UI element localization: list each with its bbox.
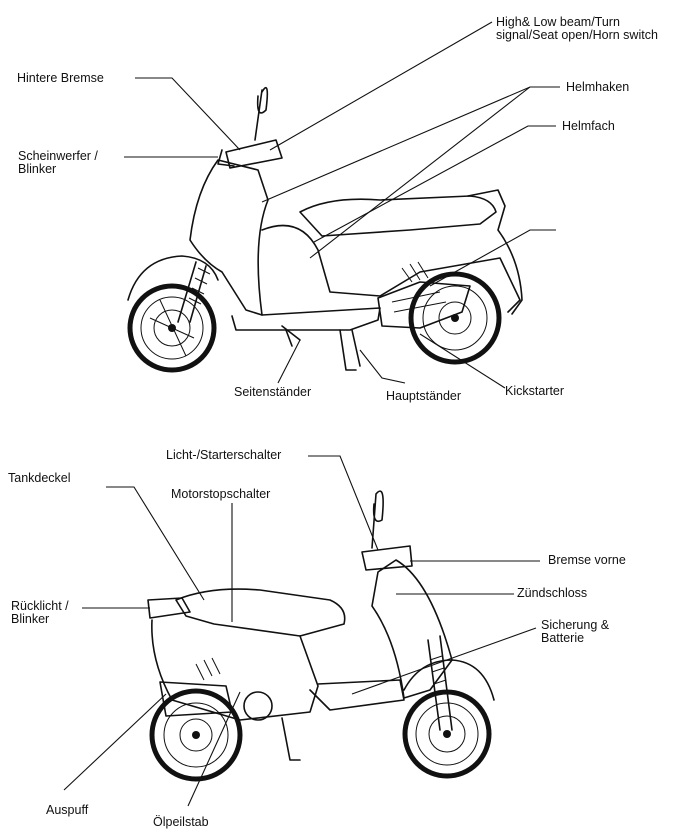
tail-light-bottom: [147, 597, 191, 619]
front-wheel-top: [127, 283, 217, 373]
label-exhaust: Auspuff: [46, 803, 89, 817]
headlight-top: [217, 149, 235, 167]
scooter-top-illustration: [127, 87, 523, 373]
handlebar-bottom: [361, 545, 413, 571]
handlebar-top: [225, 139, 283, 169]
floorboard-bottom: [309, 679, 405, 711]
engine-detail-top: [391, 291, 447, 313]
front-wheel-bottom: [402, 689, 492, 779]
floorboard-top: [231, 307, 381, 331]
label-fuse-battery: Sicherung & Batterie: [541, 618, 610, 645]
rear-shock-top: [401, 261, 429, 283]
rear-shock-bottom: [195, 657, 221, 681]
main-stand-top: [339, 329, 361, 371]
engine-pulley-bottom: [243, 691, 273, 721]
label-rear-brake: Hintere Bremse: [17, 71, 104, 85]
label-oil-dipstick: Ölpeilstab: [153, 815, 209, 829]
body-panel-bottom: [151, 619, 319, 721]
rear-wheel-top: [408, 271, 502, 365]
front-shield-top: [189, 159, 269, 316]
label-fuel-cap: Tankdeckel: [8, 471, 71, 485]
scooter-bottom-illustration: [147, 490, 495, 782]
engine-top: [377, 281, 471, 329]
label-headlight-turn-signal: Scheinwerfer / Blinker: [18, 149, 98, 176]
seat-top: [299, 195, 497, 237]
rear-wheel-bottom: [149, 688, 243, 782]
fork-spring-bottom: [429, 655, 447, 685]
front-fender-top: [127, 255, 219, 301]
label-helmet-hook: Helmhaken: [566, 80, 630, 94]
label-engine-stop-switch: Motorstopschalter: [171, 487, 271, 501]
tail-top: [467, 189, 523, 315]
label-ignition-lock: Zündschloss: [517, 586, 588, 600]
leader-lines-bottom: [63, 455, 540, 807]
exhaust-bottom: [159, 681, 233, 717]
front-fork-top: [177, 261, 207, 323]
label-kick-starter: Kickstarter: [505, 384, 565, 398]
seat-bottom: [175, 588, 346, 637]
label-light-starter-switch: Licht-/Starterschalter: [166, 448, 282, 462]
label-taillight-turn-signal: Rücklicht / Blinker: [11, 599, 69, 626]
label-main-stand: Hauptständer: [386, 389, 462, 403]
fork-spring-top: [188, 267, 211, 305]
front-shield-bottom: [371, 559, 453, 699]
leader-lines-top: [124, 21, 560, 389]
side-stand-top: [281, 325, 301, 347]
label-helmet-box: Helmfach: [562, 119, 615, 133]
mirror-bottom: [371, 490, 384, 549]
main-stand-bottom: [281, 717, 301, 761]
mirror-top: [254, 87, 269, 141]
label-front-brake: Bremse vorne: [548, 553, 626, 567]
body-panel-top: [261, 224, 521, 313]
label-side-stand: Seitenständer: [234, 385, 312, 399]
label-switch-cluster: High& Low beam/Turn signal/Seat open/Hor…: [496, 15, 658, 42]
